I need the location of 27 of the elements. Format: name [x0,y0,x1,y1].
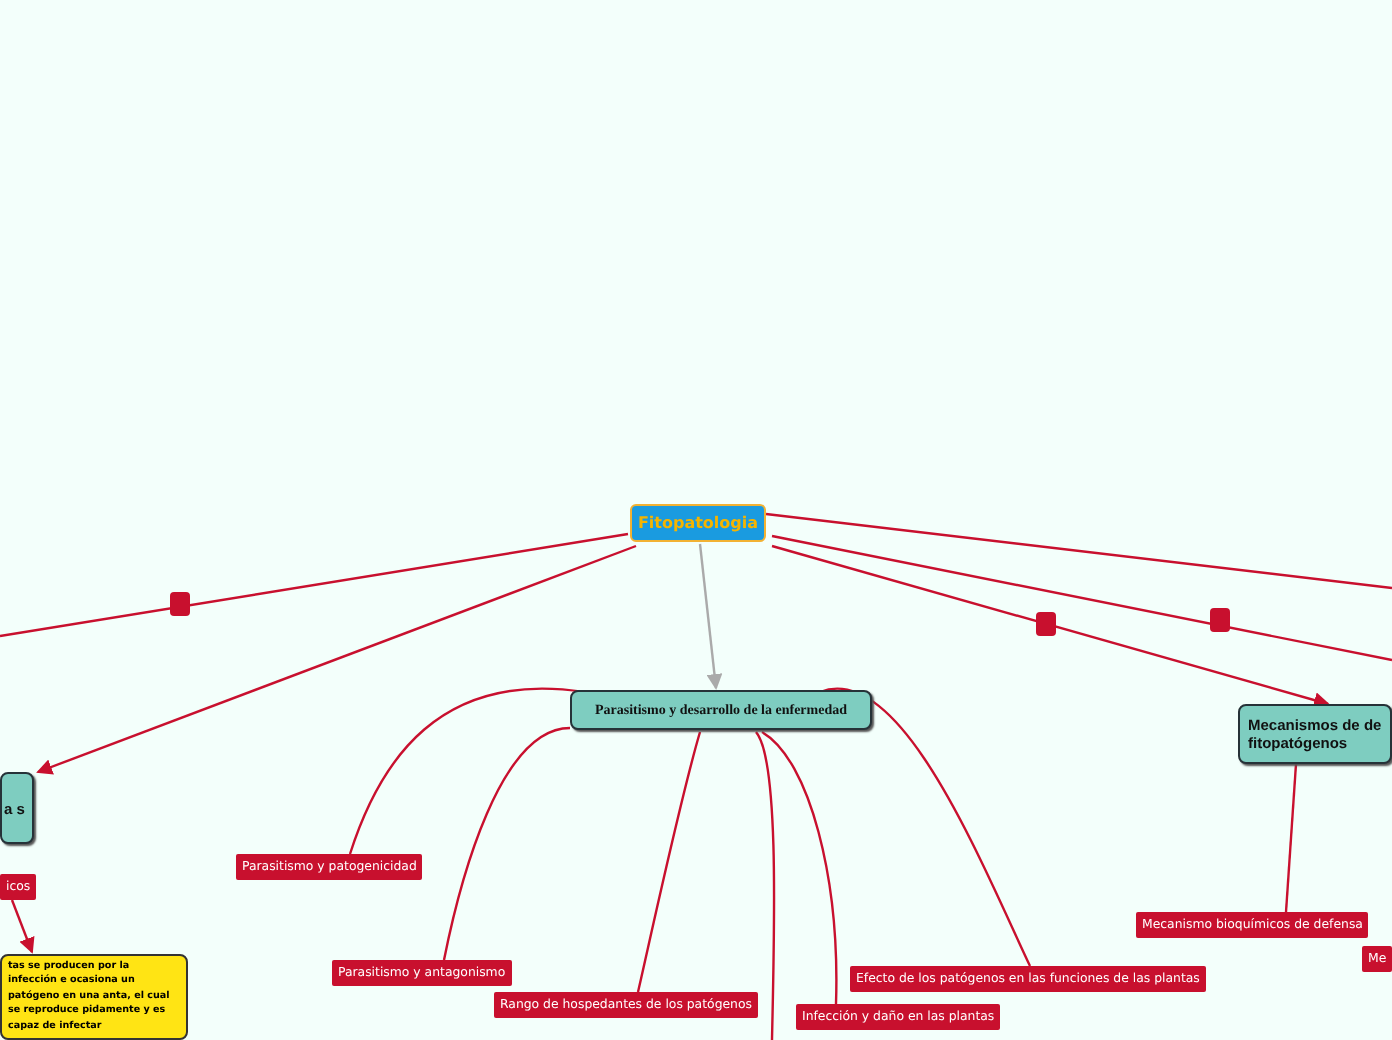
connector [765,512,1392,590]
topic-label [1136,912,1369,938]
connector [819,687,1032,967]
topic-box [0,772,34,844]
topic-label [494,992,758,1018]
connector [636,731,702,993]
connector [10,899,35,954]
root-topic-box [630,504,766,542]
connector [0,532,629,638]
connector [442,726,571,961]
topic-label [796,1004,1001,1030]
topic-label [332,960,512,986]
topic-label [236,854,423,880]
topic-box [570,690,872,730]
connector [36,544,637,775]
connector [698,543,723,690]
topic-label [0,874,37,900]
topic-text: Fitopatologia [637,514,759,532]
connector [761,731,838,1004]
note-box [0,954,188,1040]
topic-box [1238,704,1392,764]
connector [771,534,1392,662]
topic-label [850,966,1206,992]
connector [771,544,1330,708]
topic-label [1362,946,1392,972]
connector [754,731,776,1040]
connector [1284,763,1298,913]
